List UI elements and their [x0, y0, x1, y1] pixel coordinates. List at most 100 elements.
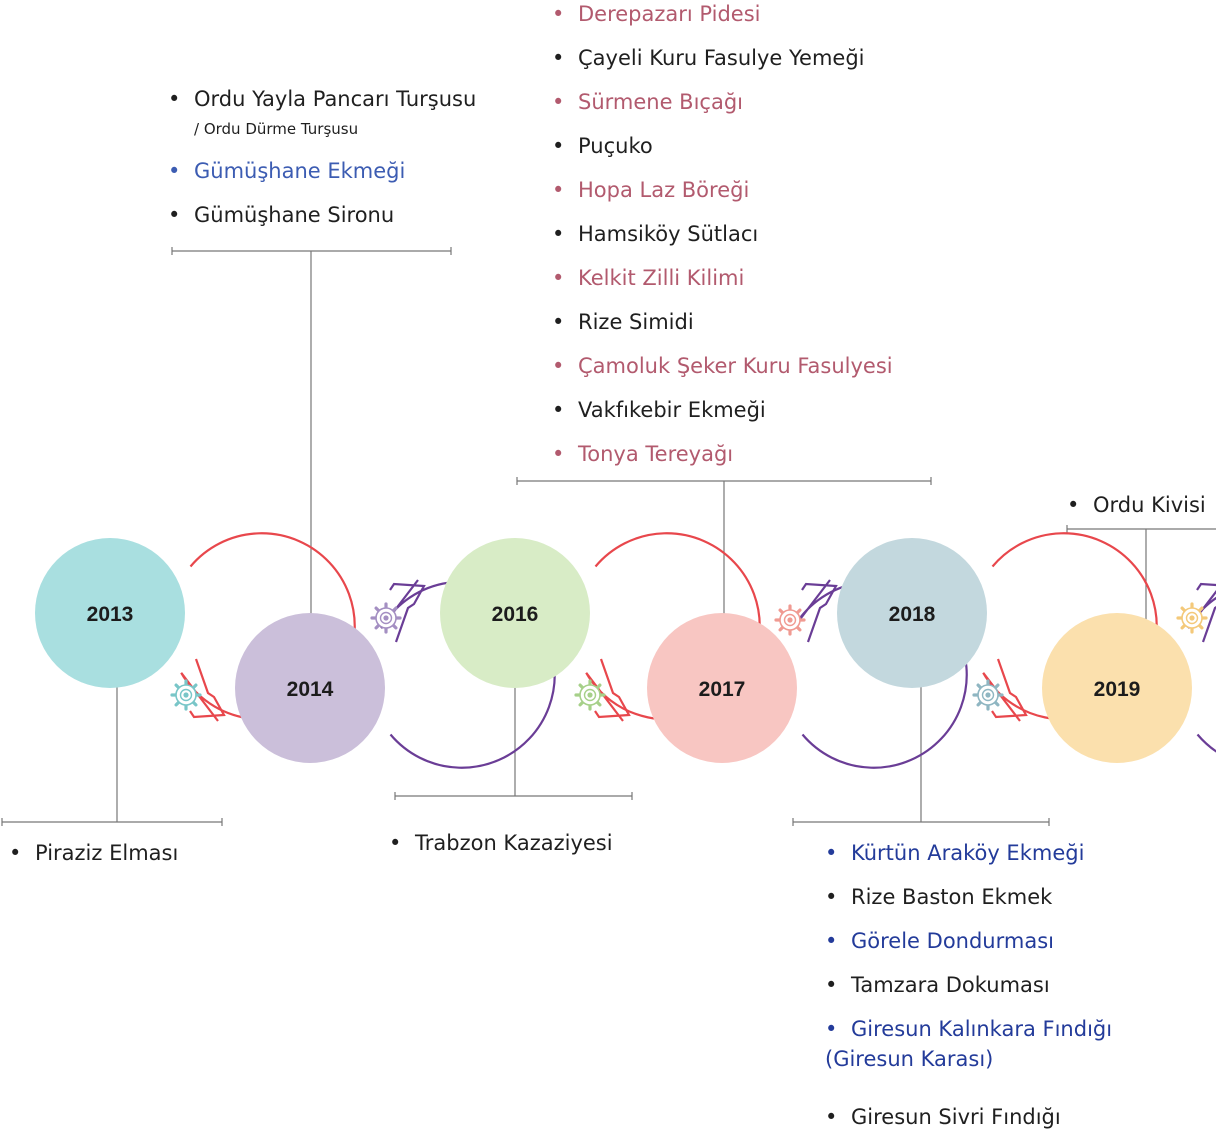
item-subtext: / Ordu Dürme Turşusu — [194, 120, 359, 138]
list-item: • Kürtün Araköy Ekmeği — [825, 838, 1112, 882]
arrow-head — [189, 658, 226, 719]
item-text: Görele Dondurması — [851, 929, 1054, 953]
item-text: Rize Baston Ekmek — [851, 885, 1053, 909]
bullet-icon: • — [825, 929, 838, 953]
list-item: • Tonya Tereyağı — [552, 439, 893, 483]
year-disc — [1042, 613, 1192, 763]
item-text: Tamzara Dokuması — [851, 973, 1050, 997]
gear-icon — [170, 679, 202, 711]
year-disc — [35, 538, 185, 688]
bullet-icon: • — [825, 1105, 838, 1129]
list-item: • Gümüşhane Ekmeği — [168, 156, 476, 200]
item-text: Rize Simidi — [578, 310, 694, 334]
item-text: Tonya Tereyağı — [578, 442, 734, 466]
list-item: • Hamsiköy Sütlacı — [552, 219, 893, 263]
bullet-icon: • — [389, 831, 402, 855]
list-2014: • Ordu Yayla Pancarı Turşusu / Ordu Dürme … — [168, 84, 476, 244]
bullet-icon: • — [552, 310, 565, 334]
bullet-icon: • — [552, 178, 565, 202]
item-text: Çamoluk Şeker Kuru Fasulyesi — [578, 354, 893, 378]
bullet-icon: • — [168, 87, 181, 111]
item-text: Giresun Kalınkara Fındığı — [851, 1017, 1113, 1041]
arrow-head — [801, 582, 838, 643]
item-text: Vakfıkebir Ekmeği — [578, 398, 766, 422]
year-label: 2014 — [287, 678, 334, 701]
bullet-icon: • — [9, 841, 22, 865]
list-2016: • Trabzon Kazaziyesi — [389, 828, 613, 872]
arrow-head — [389, 582, 426, 643]
item-text: Hopa Laz Böreği — [578, 178, 750, 202]
item-text: Ordu Yayla Pancarı Turşusu — [194, 87, 477, 111]
list-item: • Piraziz Elması — [9, 838, 178, 882]
list-item: • Ordu Kivisi — [1067, 490, 1206, 534]
item-text: Gümüşhane Ekmeği — [194, 159, 406, 183]
bullet-icon: • — [552, 222, 565, 246]
bullet-icon: • — [552, 2, 565, 26]
item-text: Trabzon Kazaziyesi — [415, 831, 613, 855]
list-item: • Sürmene Bıçağı — [552, 87, 893, 131]
item-text: Sürmene Bıçağı — [578, 90, 744, 114]
list-2018: •Kürtün Araköy Ekmeği•Rize Baston Ekmek•… — [825, 838, 1112, 1146]
bullet-icon: • — [168, 203, 181, 227]
item-text: Piraziz Elması — [35, 841, 179, 865]
item-text: Kelkit Zilli Kilimi — [578, 266, 745, 290]
list-item: • Giresun Sivri Fındığı — [825, 1102, 1112, 1146]
item-text: Çayeli Kuru Fasulye Yemeği — [578, 46, 865, 70]
list-item: •Vakfıkebir Ekmeği — [552, 395, 893, 439]
list-item: • Puçuko — [552, 131, 893, 175]
list-2017: • Derepazarı Pidesi • Çayeli Kuru Fasulye Y… — [552, 0, 893, 483]
bullet-icon: • — [552, 90, 565, 114]
item-text: Gümüşhane Sironu — [194, 203, 395, 227]
item-text-line2: (Giresun Karası) — [825, 1047, 994, 1071]
year-label: 2019 — [1094, 678, 1141, 701]
arrow-head — [1196, 582, 1216, 643]
item-text: Puçuko — [578, 134, 653, 158]
bullet-icon: • — [552, 46, 565, 70]
year-disc — [235, 613, 385, 763]
year-label: 2013 — [87, 603, 134, 626]
gear-icon — [370, 602, 402, 634]
list-item: • Gümüşhane Sironu — [168, 200, 476, 244]
year-label: 2017 — [699, 678, 746, 701]
list-item: • Rize Simidi — [552, 307, 893, 351]
item-text: Ordu Kivisi — [1093, 493, 1206, 517]
bullet-icon: • — [825, 841, 838, 865]
item-text: Hamsiköy Sütlacı — [578, 222, 759, 246]
year-label: 2016 — [492, 603, 539, 626]
bullet-icon: • — [825, 1017, 838, 1041]
list-item: • Giresun Kalınkara Fındığı (Giresun Karas… — [825, 1014, 1112, 1102]
list-item: • Derepazarı Pidesi — [552, 0, 893, 43]
gear-icon — [774, 604, 806, 636]
list-item: • Çayeli Kuru Fasulye Yemeği — [552, 43, 893, 87]
year-disc — [440, 538, 590, 688]
item-text: Giresun Sivri Fındığı — [851, 1105, 1061, 1129]
arrow-head — [991, 658, 1028, 719]
bullet-icon: • — [168, 159, 181, 183]
year-nodes: 2013 2014 2016 2017 2018 2019 — [35, 532, 1216, 769]
year-label: 2018 — [889, 603, 936, 626]
list-item: • Ordu Yayla Pancarı Turşusu / Ordu Dürme … — [168, 84, 476, 156]
year-node-2018: 2018 — [837, 532, 1158, 722]
year-disc — [647, 613, 797, 763]
bullet-icon: • — [552, 134, 565, 158]
arrow-head — [594, 658, 631, 719]
list-2019: • Ordu Kivisi — [1067, 490, 1206, 534]
list-item: • Rize Baston Ekmek — [825, 882, 1112, 926]
list-item: • Trabzon Kazaziyesi — [389, 828, 613, 872]
gear-icon — [1176, 602, 1208, 634]
list-item: • Hopa Laz Böreği — [552, 175, 893, 219]
bullet-icon: • — [1067, 493, 1080, 517]
list-item: • Kelkit Zilli Kilimi — [552, 263, 893, 307]
list-item: • Görele Dondurması — [825, 926, 1112, 970]
bullet-icon: • — [825, 885, 838, 909]
item-text: Kürtün Araköy Ekmeği — [851, 841, 1085, 865]
gear-icon — [574, 679, 606, 711]
item-text: Derepazarı Pidesi — [578, 2, 761, 26]
list-item: •Çamoluk Şeker Kuru Fasulyesi — [552, 351, 893, 395]
bullet-icon: • — [552, 266, 565, 290]
gear-icon — [972, 679, 1004, 711]
list-item: •Tamzara Dokuması — [825, 970, 1112, 1014]
year-node-2019: 2019 — [1042, 582, 1216, 763]
bullet-icon: • — [552, 442, 565, 466]
